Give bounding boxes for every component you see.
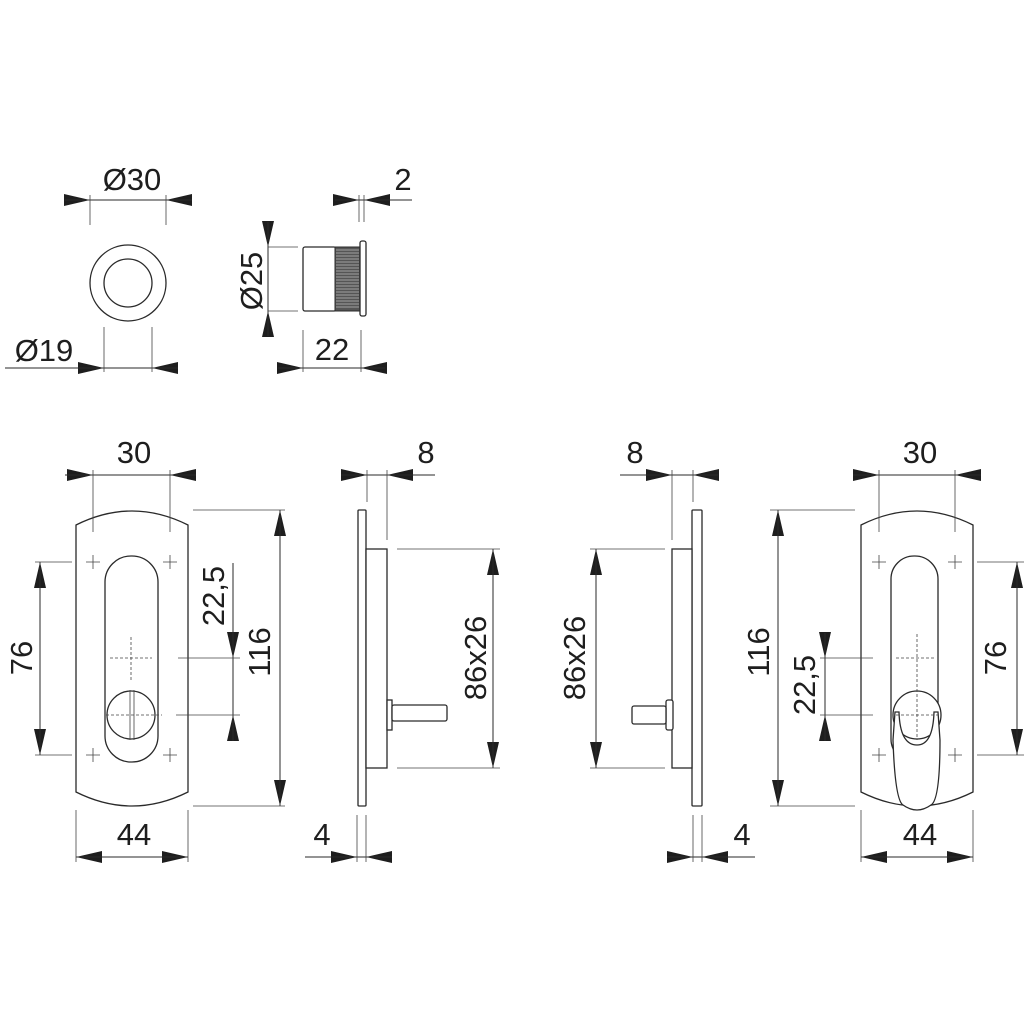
- turn-lever: [892, 711, 941, 811]
- dim-hole-spacing: 30: [117, 435, 151, 470]
- spindle-collar: [386, 699, 393, 731]
- dim-length: 22: [315, 332, 349, 367]
- dim-width: 44: [903, 817, 937, 852]
- spindle: [391, 704, 448, 722]
- housing: [365, 548, 388, 769]
- dim-diameter: Ø25: [234, 252, 269, 311]
- dim-offset: 22,5: [787, 655, 822, 715]
- dim-depth: 8: [417, 435, 434, 470]
- knurl-lines: [336, 249, 359, 308]
- plate: [357, 509, 367, 807]
- inner-ring: [103, 258, 153, 308]
- turn-collar: [665, 699, 674, 731]
- dim-plate: 4: [313, 817, 330, 852]
- right-side-view: 86x26 8 4: [557, 435, 755, 862]
- screw-hole-marks: [872, 555, 962, 762]
- cylinder-top-view: Ø30 Ø19: [5, 162, 192, 372]
- left-front-view: 30 44 76 116 22,5: [4, 435, 285, 862]
- dim-depth: 8: [626, 435, 643, 470]
- dim-hole-spacing: 30: [903, 435, 937, 470]
- dim-height: 116: [741, 627, 776, 676]
- screw-hole-marks: [86, 555, 177, 762]
- dim-hole-height: 76: [978, 641, 1013, 675]
- dim-flange: 2: [394, 162, 411, 197]
- left-side-view: 86x26 8 4: [305, 435, 500, 862]
- dim-offset: 22,5: [196, 566, 231, 626]
- housing: [671, 548, 693, 769]
- turn-knob: [631, 705, 667, 725]
- dim-hole-height: 76: [4, 641, 39, 675]
- cylinder-side-view: Ø25 22 2: [234, 162, 412, 372]
- right-front-view: 30 44 116 22,5 76: [741, 435, 1024, 862]
- dim-inner-diameter: Ø19: [15, 333, 74, 368]
- dim-plate: 4: [733, 817, 750, 852]
- dim-width: 44: [117, 817, 151, 852]
- dim-housing: 86x26: [557, 616, 592, 700]
- knurled-ring: [334, 246, 361, 312]
- dim-outer-diameter: Ø30: [103, 162, 162, 197]
- plate: [691, 509, 703, 807]
- dim-height: 116: [242, 627, 277, 676]
- dim-housing: 86x26: [458, 616, 493, 700]
- cylinder-body: [302, 246, 337, 312]
- flange: [359, 240, 367, 317]
